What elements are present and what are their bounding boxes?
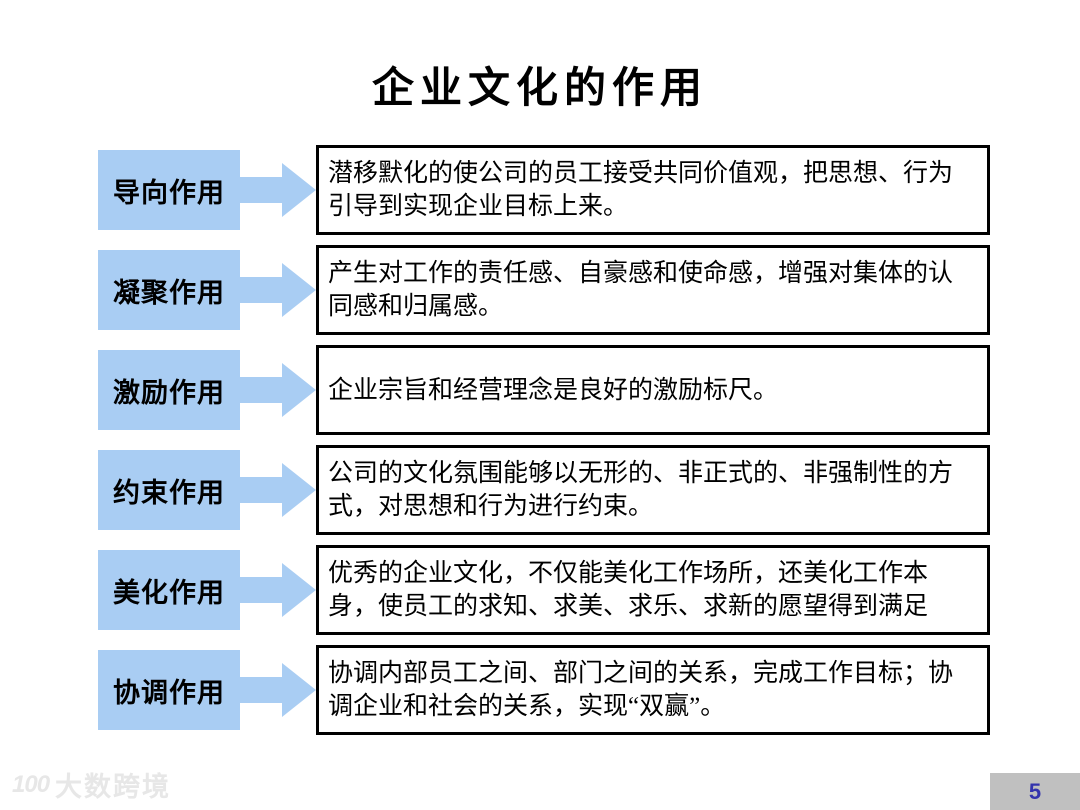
row-motivation: 激励作用 企业宗旨和经营理念是良好的激励标尺。	[98, 345, 990, 435]
label-box: 导向作用	[98, 150, 240, 230]
logo-100-icon: 100	[12, 770, 50, 798]
description-box: 优秀的企业文化，不仅能美化工作场所，还美化工作本身，使员工的求知、求美、求乐、求…	[316, 545, 990, 635]
brand-watermark: 100 大数跨境	[12, 765, 171, 804]
description-box: 公司的文化氛围能够以无形的、非正式的、非强制性的方式，对思想和行为进行约束。	[316, 445, 990, 535]
label-text: 美化作用	[113, 577, 225, 608]
row-cohesion: 凝聚作用 产生对工作的责任感、自豪感和使命感，增强对集体的认同感和归属感。	[98, 245, 990, 335]
description-text: 产生对工作的责任感、自豪感和使命感，增强对集体的认同感和归属感。	[328, 260, 954, 320]
label-box: 约束作用	[98, 450, 240, 530]
label-text: 凝聚作用	[113, 277, 225, 308]
rows-container: 导向作用 潜移默化的使公司的员工接受共同价值观，把思想、行为引导到实现企业目标上…	[98, 145, 990, 735]
row-guidance: 导向作用 潜移默化的使公司的员工接受共同价值观，把思想、行为引导到实现企业目标上…	[98, 145, 990, 235]
description-text: 优秀的企业文化，不仅能美化工作场所，还美化工作本身，使员工的求知、求美、求乐、求…	[328, 560, 929, 620]
label-text: 协调作用	[113, 677, 225, 708]
label-box: 美化作用	[98, 550, 240, 630]
row-constraint: 约束作用 公司的文化氛围能够以无形的、非正式的、非强制性的方式，对思想和行为进行…	[98, 445, 990, 535]
label-text: 导向作用	[113, 177, 225, 208]
description-box: 企业宗旨和经营理念是良好的激励标尺。	[316, 345, 990, 435]
label-box: 协调作用	[98, 650, 240, 730]
description-box: 潜移默化的使公司的员工接受共同价值观，把思想、行为引导到实现企业目标上来。	[316, 145, 990, 235]
arrow-right-icon	[238, 463, 316, 517]
description-box: 产生对工作的责任感、自豪感和使命感，增强对集体的认同感和归属感。	[316, 245, 990, 335]
slide-title: 企业文化的作用	[371, 64, 708, 111]
arrow-right-icon	[238, 563, 316, 617]
description-text: 潜移默化的使公司的员工接受共同价值观，把思想、行为引导到实现企业目标上来。	[328, 160, 954, 220]
label-box: 凝聚作用	[98, 250, 240, 330]
description-text: 企业宗旨和经营理念是良好的激励标尺。	[328, 376, 779, 404]
page-number-box: 5	[990, 773, 1080, 810]
arrow-right-icon	[238, 363, 316, 417]
label-text: 激励作用	[113, 377, 225, 408]
description-box: 协调内部员工之间、部门之间的关系，完成工作目标；协调企业和社会的关系，实现“双赢…	[316, 645, 990, 735]
description-text: 公司的文化氛围能够以无形的、非正式的、非强制性的方式，对思想和行为进行约束。	[328, 460, 954, 520]
arrow-right-icon	[238, 663, 316, 717]
brand-name: 大数跨境	[55, 772, 172, 802]
label-box: 激励作用	[98, 350, 240, 430]
row-beautification: 美化作用 优秀的企业文化，不仅能美化工作场所，还美化工作本身，使员工的求知、求美…	[98, 545, 990, 635]
label-text: 约束作用	[113, 477, 225, 508]
page-number: 5	[1028, 778, 1042, 804]
arrow-right-icon	[238, 263, 316, 317]
arrow-right-icon	[238, 163, 316, 217]
row-coordination: 协调作用 协调内部员工之间、部门之间的关系，完成工作目标；协调企业和社会的关系，…	[98, 645, 990, 735]
description-text: 协调内部员工之间、部门之间的关系，完成工作目标；协调企业和社会的关系，实现“双赢…	[328, 660, 954, 720]
